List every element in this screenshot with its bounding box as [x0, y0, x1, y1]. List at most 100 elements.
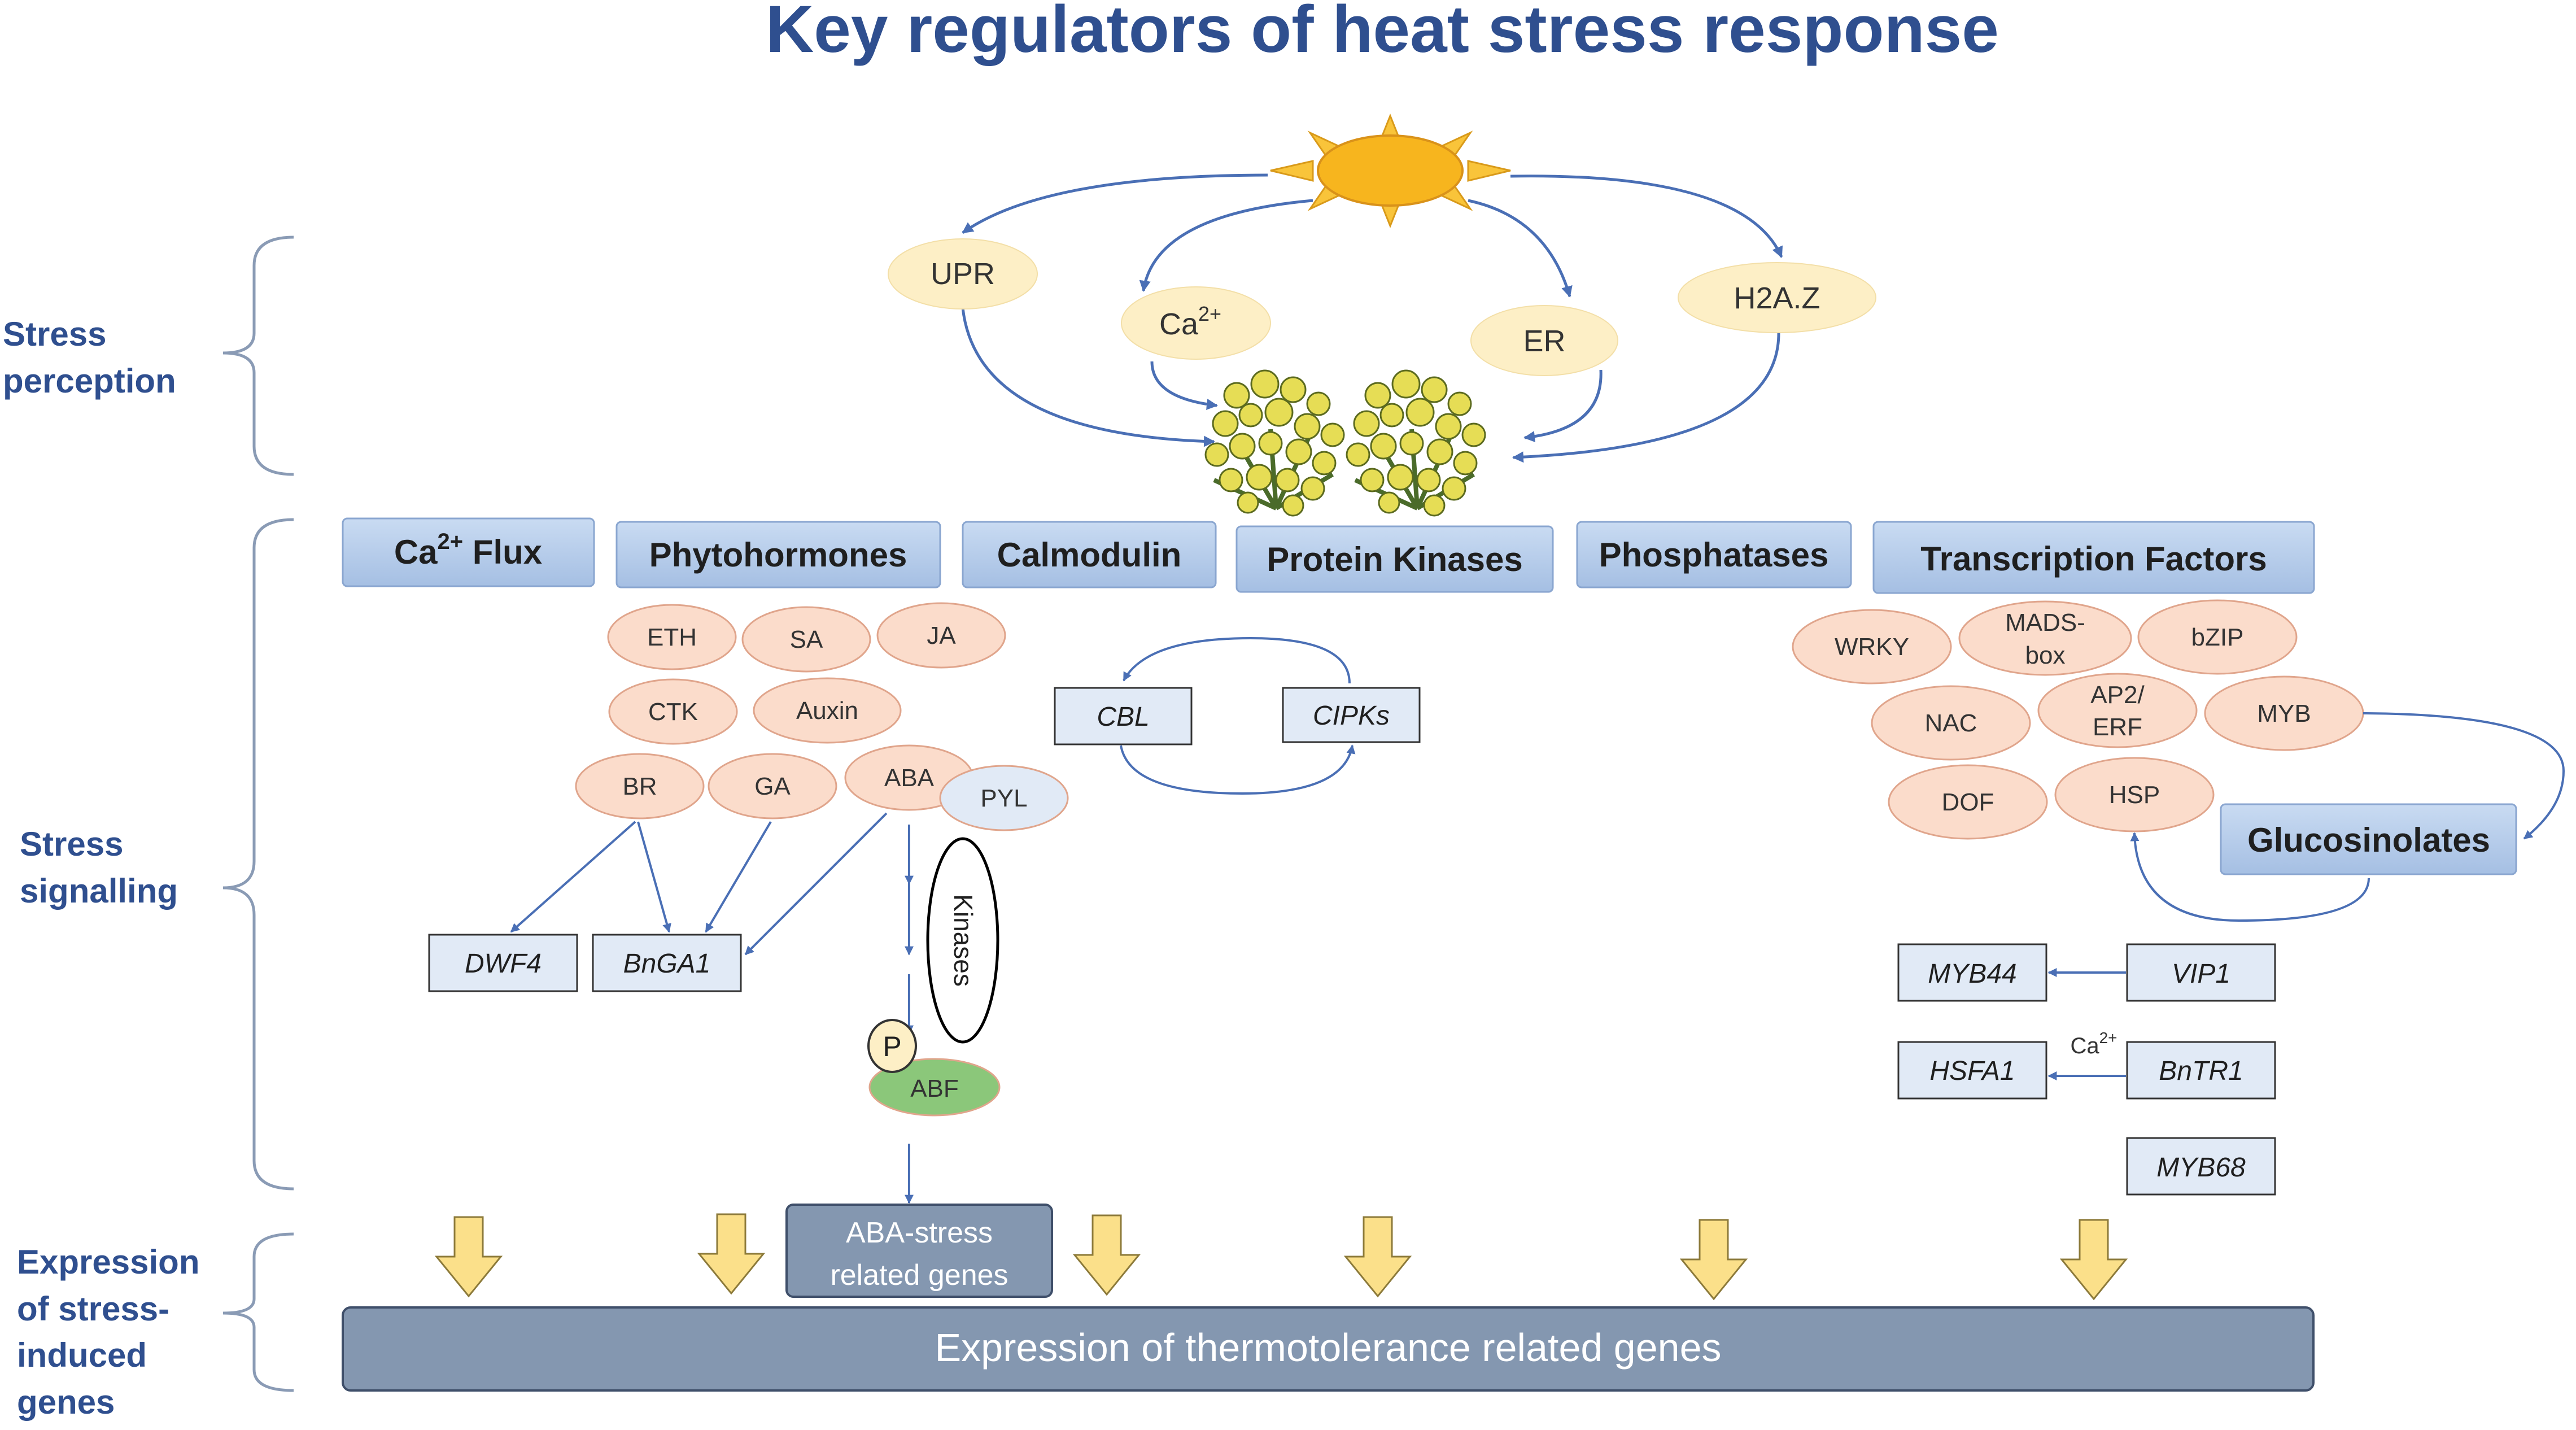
hormone-ja [876, 602, 1006, 669]
expression-bar [342, 1306, 2315, 1392]
glucosinolates-box [2220, 803, 2517, 875]
tf-ap2-erf-label-2: ERF [2093, 713, 2142, 741]
gene-myb68-label: MYB68 [2156, 1153, 2246, 1183]
category-transcription-factors-label: Transcription Factors [1920, 540, 2267, 578]
category-calmodulin-label: Calmodulin [997, 536, 1182, 574]
hormone-eth-label: ETH [647, 624, 697, 651]
hormone-ctk [608, 678, 738, 745]
category-calmodulin [962, 521, 1217, 588]
hormone-auxin [753, 677, 902, 744]
section-label-expression-3: induced [17, 1336, 147, 1374]
abf-node [868, 1058, 1001, 1117]
gene-hsfa1 [1897, 1041, 2047, 1100]
gene-bnga1-label: BnGA1 [623, 949, 711, 979]
category-phosphatases [1576, 521, 1852, 588]
block-arrow-2 [697, 1213, 766, 1295]
er-node [1470, 305, 1618, 376]
category-phytohormones-label: Phytohormones [649, 536, 907, 574]
gene-cipks-label: CIPKs [1313, 701, 1390, 731]
category-transcription-factors [1872, 521, 2315, 594]
block-arrow-3 [1072, 1214, 1141, 1296]
hormone-aba-label: ABA [884, 764, 935, 792]
upr-label: UPR [931, 257, 995, 291]
phosphate-node [867, 1019, 917, 1073]
gene-myb68 [2126, 1137, 2276, 1196]
gene-hsfa1-label: HSFA1 [1929, 1056, 2015, 1086]
block-arrow-4 [1343, 1216, 1412, 1298]
gene-cipks [1282, 687, 1421, 743]
category-protein-kinases [1235, 525, 1554, 593]
tf-dof-label: DOF [1942, 788, 1994, 816]
brace-perception [222, 236, 294, 476]
receptor-pyl-label: PYL [980, 784, 1027, 812]
gene-bnga1 [592, 934, 742, 992]
section-label-perception-2: perception [3, 362, 176, 400]
section-label-expression-1: Expression [17, 1243, 199, 1281]
brace-signalling [222, 518, 294, 1191]
tf-wrky [1792, 609, 1952, 685]
block-arrow-5 [1679, 1219, 1748, 1301]
h2az-label: H2A.Z [1734, 281, 1820, 315]
hormone-br-label: BR [622, 773, 657, 800]
hormone-auxin-label: Auxin [796, 697, 858, 725]
brace-expression [222, 1232, 294, 1392]
phosphate-label: P [883, 1031, 901, 1062]
tf-bzip [2137, 599, 2298, 675]
gene-myb44 [1897, 943, 2047, 1002]
gene-cbl-label: CBL [1097, 702, 1149, 732]
tf-ap2-erf-label-1: AP2/ [2090, 681, 2145, 709]
tf-nac [1871, 685, 2031, 761]
plant-icon [1346, 369, 1486, 517]
hormone-ga [708, 753, 837, 819]
ca-label: Ca2+ [1159, 302, 1221, 341]
tf-bzip-label: bZIP [2191, 624, 2244, 651]
section-label-signalling-2: signalling [20, 872, 178, 910]
tf-nac-label: NAC [1925, 709, 1977, 737]
er-label: ER [1523, 324, 1565, 358]
section-label-expression-2: of stress- [17, 1290, 169, 1328]
category-ca-flux-label: Ca2+ Flux [394, 529, 542, 571]
tf-mads-box-label-1: MADS- [2005, 609, 2085, 636]
category-protein-kinases-label: Protein Kinases [1267, 540, 1523, 578]
tf-myb-label: MYB [2257, 700, 2311, 727]
hormone-sa [741, 606, 871, 673]
glucosinolates-label: Glucosinolates [2247, 821, 2490, 859]
gene-dwf4 [428, 934, 578, 992]
bntr1-ca-label: Ca2+ [2070, 1029, 2117, 1058]
tf-hsp-label: HSP [2109, 781, 2160, 809]
block-arrow-1 [434, 1216, 503, 1298]
category-phytohormones [615, 521, 941, 588]
tf-mads-box [1958, 600, 2132, 676]
aba-stress-genes-label-2: related genes [830, 1259, 1008, 1292]
aba-stress-genes-label-1: ABA-stress [846, 1217, 993, 1249]
tf-dof [1888, 764, 2048, 840]
gene-vip1 [2126, 943, 2276, 1002]
section-label-signalling-1: Stress [20, 825, 123, 863]
hormone-sa-label: SA [790, 626, 823, 653]
kinases-node [926, 837, 999, 1044]
upr-node [888, 238, 1038, 309]
section-label-perception-1: Stress [3, 315, 106, 353]
sun-icon [1270, 113, 1511, 229]
gene-vip1-label: VIP1 [2172, 959, 2230, 989]
abf-label: ABF [910, 1075, 959, 1102]
section-label-expression-4: genes [17, 1383, 115, 1421]
tf-ap2-erf [2037, 673, 2198, 748]
tf-hsp [2054, 757, 2215, 832]
diagram-title: Key regulators of heat stress response [766, 0, 1999, 67]
plant-icon [1204, 369, 1345, 517]
block-arrow-6 [2059, 1219, 2128, 1301]
gene-dwf4-label: DWF4 [465, 949, 542, 979]
tf-wrky-label: WRKY [1835, 633, 1909, 661]
hormone-eth [607, 604, 737, 670]
tf-mads-box-label-2: box [2025, 642, 2066, 669]
expression-bar-label: Expression of thermotolerance related ge… [935, 1326, 1721, 1370]
gene-myb44-label: MYB44 [1928, 959, 2016, 989]
gene-bntr1-label: BnTR1 [2159, 1056, 2243, 1086]
category-phosphatases-label: Phosphatases [1599, 536, 1829, 574]
hormone-br [575, 753, 705, 819]
kinases-label: Kinases [949, 894, 978, 987]
hormone-ga-label: GA [754, 773, 791, 800]
h2az-node [1678, 262, 1876, 333]
